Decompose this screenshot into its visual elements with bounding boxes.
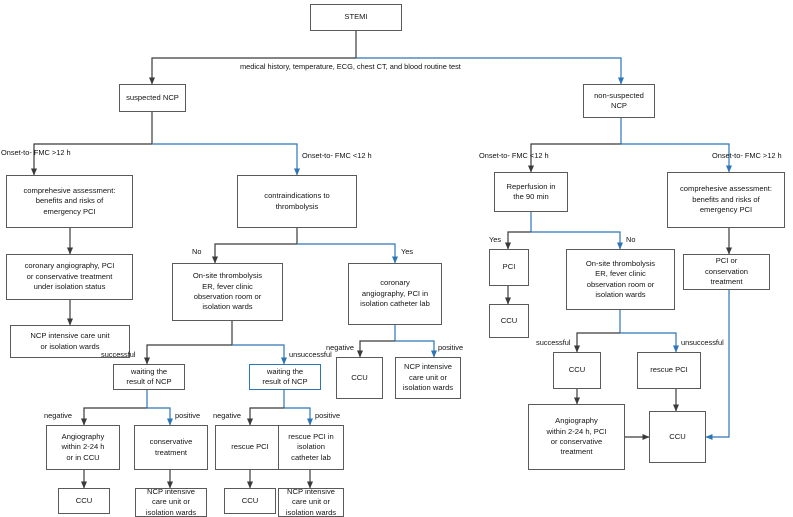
node-left-coronary-angiography[interactable]: coronary angiography, PCI or conservativ… xyxy=(6,254,133,300)
node-ccu-negative-catheter[interactable]: CCU xyxy=(336,357,383,399)
node-ccu-bottom-3[interactable]: CCU xyxy=(224,488,276,514)
edge-label-successful-right: successful xyxy=(536,338,571,347)
edge-label-positive-1: positive xyxy=(175,411,201,420)
node-rescue-pci-mid[interactable]: rescue PCI xyxy=(215,425,285,470)
node-ncp-icu-bottom-4[interactable]: NCP intensive care unit or isolation war… xyxy=(278,487,344,517)
node-conservative-treatment[interactable]: conservative treatment xyxy=(134,425,208,470)
edge-label-onset-gt12-right: Onset-to- FMC >12 h xyxy=(712,151,782,160)
node-ccu-bottom-1[interactable]: CCU xyxy=(58,488,110,514)
edge-label-no-mid: No xyxy=(192,247,202,256)
node-rescue-pci-isolation-catheter-lab[interactable]: rescue PCI in isolation catheter lab xyxy=(278,425,344,470)
edge-label-negative-2: negative xyxy=(213,411,241,420)
node-reperfusion-90-min[interactable]: Reperfusion in the 90 min xyxy=(494,172,568,212)
edge-label-positive-catheter: positive xyxy=(438,343,464,352)
node-contraindications-to-thrombolysis[interactable]: contraindications to thrombolysis xyxy=(237,175,357,228)
edge-label-workup: medical history, temperature, ECG, chest… xyxy=(240,62,461,71)
node-rescue-pci-right[interactable]: rescue PCI xyxy=(637,352,701,389)
edge-label-yes-right: Yes xyxy=(489,235,502,244)
edge-label-negative-catheter: negative xyxy=(326,343,354,352)
edge-label-yes-mid: Yes xyxy=(401,247,414,256)
edge-label-unsuccessful-1: unsuccessful xyxy=(289,350,332,359)
node-ncp-icu-bottom-2[interactable]: NCP intensive care unit or isolation war… xyxy=(135,487,207,517)
node-ncp-icu-positive-catheter[interactable]: NCP intensive care unit or isolation war… xyxy=(395,357,461,399)
edge-label-onset-lt12-right: Onset-to- FMC <12 h xyxy=(479,151,549,160)
node-waiting-result-ncp-2[interactable]: waiting the result of NCP xyxy=(249,364,321,390)
edge-label-onset-lt12-left: Onset-to- FMC <12 h xyxy=(302,151,372,160)
node-onsite-thrombolysis-right[interactable]: On-site thrombolysis ER, fever clinic ob… xyxy=(566,249,675,310)
edge-label-onset-gt12-left: Onset-to- FMC >12 h xyxy=(1,148,71,157)
node-angiography-2-24h-pci[interactable]: Angiography within 2-24 h, PCI or conser… xyxy=(528,404,625,470)
node-coronary-angiography-catheter-lab[interactable]: coronary angiography, PCI in isolation c… xyxy=(348,263,442,325)
edge-label-successful-1: successful xyxy=(101,350,136,359)
edge-label-unsuccessful-right: unsuccessful xyxy=(681,338,724,347)
node-waiting-result-ncp-1[interactable]: waiting the result of NCP xyxy=(113,364,185,390)
edge-label-no-right: No xyxy=(626,235,636,244)
node-pci-or-conservation-treatment[interactable]: PCI or conservation treatment xyxy=(683,254,770,290)
node-ccu-after-pci[interactable]: CCU xyxy=(489,304,529,338)
edge-label-positive-2: positive xyxy=(315,411,341,420)
node-angiography-2-24h-or-ccu[interactable]: Angiography within 2-24 h or in CCU xyxy=(46,425,120,470)
node-stemi[interactable]: STEMI xyxy=(310,4,402,31)
edge-label-negative-1: negative xyxy=(44,411,72,420)
node-left-comprehensive-assessment[interactable]: comprehesive assessment: benefits and ri… xyxy=(6,175,133,228)
node-right-comprehensive-assessment[interactable]: comprehesive assessment: benefits and ri… xyxy=(667,172,785,228)
node-ccu-final-right[interactable]: CCU xyxy=(649,411,706,463)
node-onsite-thrombolysis-left[interactable]: On-site thrombolysis ER, fever clinic ob… xyxy=(172,263,283,321)
node-pci-yes[interactable]: PCI xyxy=(489,249,529,286)
node-left-ncp-intensive-care[interactable]: NCP intensive care unit or isolation war… xyxy=(10,325,130,358)
node-ccu-successful-right[interactable]: CCU xyxy=(553,352,601,389)
node-non-suspected-ncp[interactable]: non-suspected NCP xyxy=(583,84,655,118)
node-suspected-ncp[interactable]: suspected NCP xyxy=(119,84,186,112)
